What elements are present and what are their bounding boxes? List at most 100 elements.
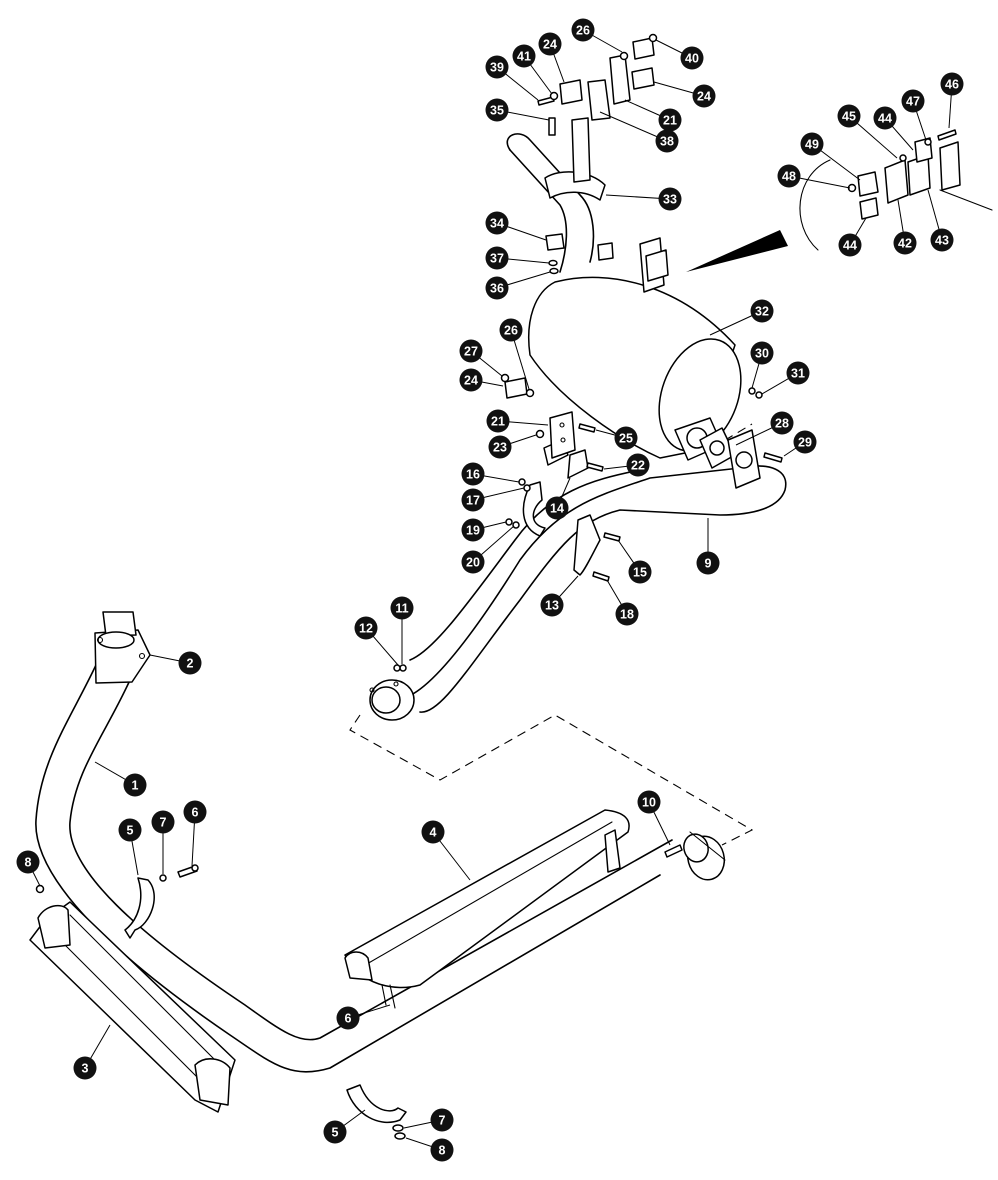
callout-24: 24 — [459, 368, 504, 392]
callout-number: 30 — [755, 347, 769, 361]
heat-shield-upper — [344, 809, 630, 1009]
bolt-29 — [763, 452, 783, 463]
detail-arrow — [686, 230, 788, 272]
bolt-39 — [537, 96, 555, 106]
detail-view — [799, 129, 993, 251]
callout-15: 15 — [617, 539, 652, 584]
callout-badge — [680, 46, 704, 70]
callout-9: 9 — [696, 518, 720, 575]
bolt-22 — [586, 462, 604, 472]
callout-badge — [461, 488, 485, 512]
callout-number: 5 — [127, 824, 134, 838]
callout-number: 36 — [490, 282, 504, 296]
fastener-17 — [523, 484, 531, 492]
callout-5: 5 — [118, 818, 142, 876]
callout-badge — [430, 1138, 454, 1162]
callout-24: 24 — [653, 81, 716, 108]
callout-number: 40 — [685, 52, 699, 66]
callout-badge — [488, 435, 512, 459]
callout-badge — [770, 411, 794, 435]
bracket-21-lower — [549, 411, 576, 459]
callout-badge — [123, 773, 147, 797]
nut-23 — [535, 429, 545, 439]
nut-37 — [548, 259, 558, 267]
callout-badge — [893, 231, 917, 255]
callout-31: 31 — [761, 361, 810, 395]
washer-31 — [755, 391, 763, 399]
callout-39: 39 — [485, 55, 539, 101]
callout-number: 45 — [842, 110, 856, 124]
callout-badge — [777, 164, 801, 188]
plate-24-top-left — [559, 79, 583, 105]
callout-36: 36 — [485, 271, 551, 300]
callout-badge — [793, 430, 817, 454]
callout-number: 11 — [395, 602, 408, 616]
callout-number: 33 — [663, 193, 677, 207]
callout-44: 44 — [873, 106, 914, 151]
callout-badge — [658, 187, 682, 211]
callout-badge — [118, 818, 142, 842]
callout-number: 39 — [490, 61, 504, 75]
callout-badge — [459, 368, 483, 392]
callout-number: 23 — [493, 441, 507, 455]
callout-badge — [486, 409, 510, 433]
callout-number: 3 — [82, 1062, 89, 1076]
callout-number: 35 — [490, 104, 504, 118]
callout-21: 21 — [624, 99, 682, 132]
callout-47: 47 — [901, 89, 927, 141]
callout-badge — [750, 341, 774, 365]
callout-badge — [696, 551, 720, 575]
callout-45: 45 — [837, 104, 898, 159]
muffler — [528, 276, 742, 461]
callout-badge — [390, 596, 414, 620]
bolt-25 — [578, 423, 596, 433]
callout-37: 37 — [485, 246, 550, 270]
pipe-clamp-13 — [522, 481, 601, 576]
callout-2: 2 — [149, 651, 202, 675]
callout-number: 32 — [755, 305, 769, 319]
callout-number: 49 — [805, 138, 819, 152]
callout-24: 24 — [538, 32, 565, 83]
callout-badge — [485, 211, 509, 235]
middle-pipe-flange — [369, 664, 415, 721]
callout-17: 17 — [461, 487, 525, 512]
callout-41: 41 — [512, 44, 553, 95]
bracket-34 — [545, 233, 565, 251]
callout-badge — [430, 1108, 454, 1132]
callout-badge — [628, 560, 652, 584]
callout-12: 12 — [354, 616, 399, 666]
callout-badge — [461, 550, 485, 574]
callout-38: 38 — [599, 111, 679, 153]
callout-3: 3 — [73, 1024, 111, 1080]
callout-number: 9 — [705, 557, 712, 571]
callout-badge — [540, 593, 564, 617]
callout-leader-line — [599, 111, 668, 142]
nut-26-top — [619, 51, 629, 61]
plate-24-mid — [504, 377, 528, 399]
callout-badge — [655, 129, 679, 153]
callout-number: 15 — [633, 566, 647, 580]
nut-40 — [648, 33, 658, 43]
pipe-clamp-lower — [346, 1084, 407, 1124]
callout-number: 27 — [464, 345, 478, 359]
callout-number: 26 — [504, 324, 518, 338]
heat-shield-lower — [29, 901, 236, 1113]
plate-24-top-right-b — [631, 67, 655, 90]
callout-number: 14 — [550, 502, 564, 516]
callout-number: 7 — [160, 816, 167, 830]
callout-badge — [73, 1056, 97, 1080]
callout-badge — [485, 246, 509, 270]
callout-badge — [930, 228, 954, 252]
callout-number: 48 — [782, 170, 796, 184]
callout-badge — [485, 98, 509, 122]
callout-number: 13 — [545, 599, 559, 613]
callout-44: 44 — [838, 217, 867, 257]
callout-28: 28 — [735, 411, 794, 446]
callout-number: 21 — [663, 114, 677, 128]
callout-badge — [336, 1006, 360, 1030]
callout-badge — [323, 1120, 347, 1144]
callout-6: 6 — [336, 1004, 391, 1030]
callout-badge — [786, 361, 810, 385]
plate-24-top-right-a — [632, 37, 655, 60]
